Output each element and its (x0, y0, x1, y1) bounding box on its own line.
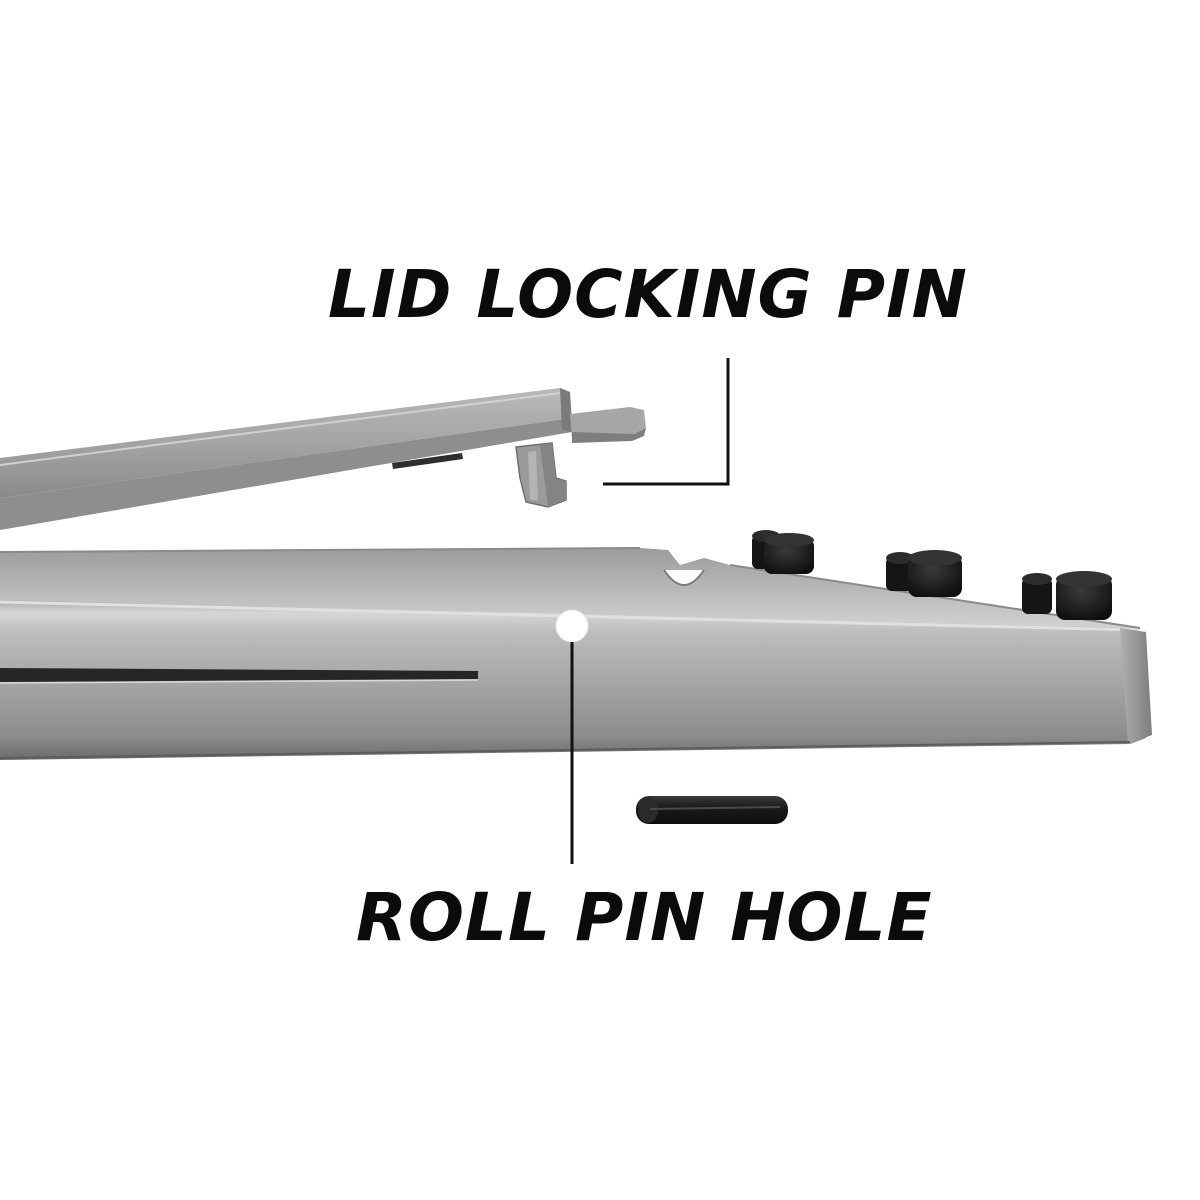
lid-bar (0, 388, 646, 530)
lid-locking-pin-leader (603, 358, 730, 486)
roll-pin (636, 796, 788, 824)
knob-2 (886, 550, 962, 597)
roll-pin-hole (555, 609, 589, 643)
knob-3 (1022, 571, 1112, 620)
lid-locking-pin-label: LID LOCKING PIN (328, 256, 968, 333)
knob-1 (752, 530, 814, 574)
roll-pin-hole-label: ROLL PIN HOLE (356, 879, 933, 956)
lid-locking-pin (515, 442, 567, 508)
main-bar (0, 547, 1152, 760)
